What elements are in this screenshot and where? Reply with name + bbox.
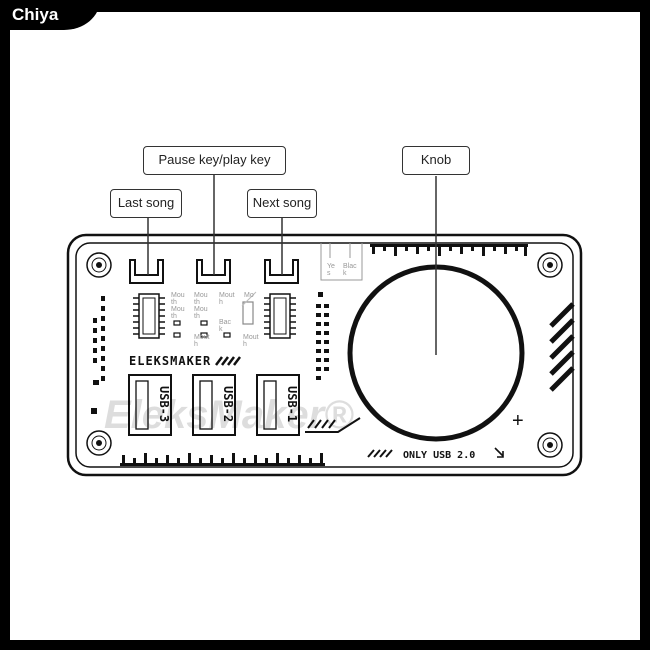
usb-port-1[interactable]: USB-1	[256, 374, 300, 436]
callout-last-song: Last song	[110, 189, 182, 218]
arrow-down-right-icon	[494, 447, 504, 458]
screw-icon	[537, 432, 563, 458]
screw-icon	[86, 252, 112, 278]
silk-label: h	[219, 299, 223, 306]
silk-label: h	[194, 341, 198, 348]
callout-pause-play: Pause key/play key	[143, 146, 286, 175]
silk-label: h	[243, 341, 247, 348]
watermark-text: EleksMaker®	[104, 393, 354, 437]
ic-chip-right	[264, 293, 296, 339]
callout-leaders	[147, 175, 437, 355]
silk-label: Mou	[194, 292, 208, 299]
usb-port-label: USB-1	[285, 386, 299, 422]
eleksmaker-logo: ELEKSMAKER	[129, 354, 211, 368]
silk-label: Ye	[327, 263, 335, 270]
silk-label: Mout	[219, 292, 235, 299]
silk-label: Bac	[219, 319, 232, 326]
callout-text: Pause key/play key	[158, 152, 271, 167]
right-stripes	[549, 302, 575, 392]
usb-note-stripes	[367, 449, 393, 458]
logo-stripes	[215, 356, 241, 366]
silk-line	[241, 291, 257, 307]
callout-next-song: Next song	[247, 189, 317, 218]
silk-label: Mout	[243, 334, 259, 341]
silk-label: Mou	[194, 306, 208, 313]
callout-text: Last song	[117, 195, 175, 210]
brand-name: Chiya	[12, 5, 59, 24]
silk-label: Mou	[171, 306, 185, 313]
cable-connector	[320, 243, 363, 281]
silk-label: k	[343, 270, 347, 277]
screw-icon	[86, 430, 112, 456]
silk-label: Mou	[171, 292, 185, 299]
callout-knob: Knob	[402, 146, 470, 175]
bottom-tick-marks	[120, 453, 325, 466]
silk-label: th	[194, 313, 200, 320]
usb-port-2[interactable]: USB-2	[192, 374, 236, 436]
silk-label: s	[327, 270, 331, 277]
silk-label: th	[194, 299, 200, 306]
switch-last-song[interactable]	[129, 259, 164, 284]
brand-tab: Chiya	[0, 0, 100, 30]
silk-label: th	[171, 313, 177, 320]
left-dot-trace	[91, 296, 105, 414]
top-tick-marks	[370, 244, 528, 256]
switch-next-song[interactable]	[264, 259, 299, 284]
usb-port-3[interactable]: USB-3	[128, 374, 172, 436]
silk-label: Mo	[244, 292, 254, 299]
switch-pause-play[interactable]	[196, 259, 231, 284]
silk-label: Mout	[194, 334, 210, 341]
ic-chip-left	[133, 293, 165, 339]
silk-label: Blac	[343, 263, 357, 270]
usb-port-label: USB-3	[157, 386, 171, 422]
only-usb-label: ONLY USB 2.0	[403, 450, 475, 461]
callout-text: Next song	[252, 195, 312, 210]
usb-port-label: USB-2	[221, 386, 235, 422]
silk-label: th	[171, 299, 177, 306]
silk-label: k	[219, 326, 223, 333]
knob-trace	[305, 417, 361, 433]
callout-text: Knob	[420, 152, 452, 167]
smd-components	[173, 301, 254, 338]
screw-icon	[537, 252, 563, 278]
plus-mark: +	[512, 410, 524, 432]
mid-dot-trace	[316, 292, 329, 380]
